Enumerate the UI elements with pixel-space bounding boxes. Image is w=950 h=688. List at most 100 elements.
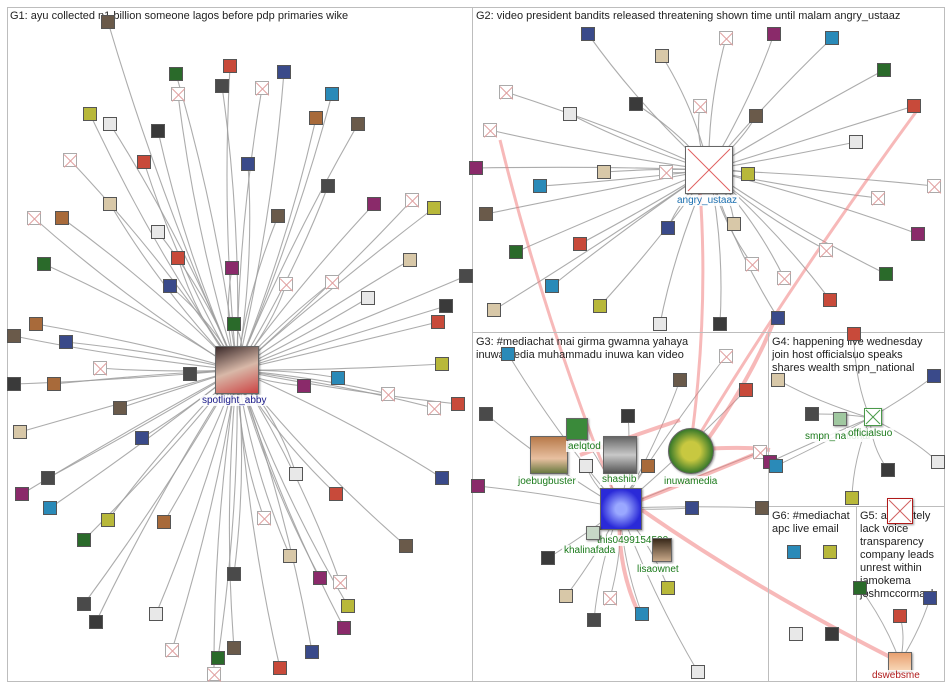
user-node[interactable] [661,221,675,235]
hub-aelqtod[interactable] [566,418,588,440]
user-node[interactable] [351,117,365,131]
user-node[interactable] [149,607,163,621]
user-node[interactable] [439,299,453,313]
user-node[interactable] [823,293,837,307]
hub-joebugbuster[interactable] [530,436,568,474]
user-node[interactable] [739,383,753,397]
user-node[interactable] [7,329,21,343]
user-node[interactable] [297,379,311,393]
placeholder-user-node[interactable] [499,85,513,99]
hub-iamokema[interactable] [887,498,913,524]
user-node[interactable] [823,545,837,559]
user-node[interactable] [325,87,339,101]
user-node[interactable] [227,567,241,581]
user-node[interactable] [907,99,921,113]
user-node[interactable] [47,377,61,391]
user-node[interactable] [451,397,465,411]
user-node[interactable] [805,407,819,421]
placeholder-user-node[interactable] [745,257,759,271]
placeholder-user-node[interactable] [279,277,293,291]
user-node[interactable] [241,157,255,171]
user-node[interactable] [151,124,165,138]
hub-label-lisaownet[interactable]: lisaownet [635,564,681,575]
user-node[interactable] [83,107,97,121]
user-node[interactable] [877,63,891,77]
hub-lisaownet[interactable] [652,538,672,562]
user-node[interactable] [13,425,27,439]
user-node[interactable] [849,135,863,149]
placeholder-user-node[interactable] [927,179,941,193]
user-node[interactable] [853,581,867,595]
user-node[interactable] [771,373,785,387]
hub-khalinafada[interactable] [586,526,600,540]
user-node[interactable] [427,201,441,215]
placeholder-user-node[interactable] [603,591,617,605]
user-node[interactable] [927,369,941,383]
user-node[interactable] [541,551,555,565]
hub-label-dswebsme[interactable]: dswebsme [870,670,922,681]
placeholder-user-node[interactable] [405,193,419,207]
user-node[interactable] [227,317,241,331]
user-node[interactable] [151,225,165,239]
user-node[interactable] [629,97,643,111]
user-node[interactable] [893,609,907,623]
user-node[interactable] [509,245,523,259]
user-node[interactable] [789,627,803,641]
hub-label-officialsuo[interactable]: officialsuo [846,428,894,439]
user-node[interactable] [653,317,667,331]
user-node[interactable] [911,227,925,241]
user-node[interactable] [471,479,485,493]
user-node[interactable] [163,279,177,293]
user-node[interactable] [135,431,149,445]
user-node[interactable] [435,471,449,485]
placeholder-user-node[interactable] [659,165,673,179]
user-node[interactable] [321,179,335,193]
user-node[interactable] [661,581,675,595]
user-node[interactable] [113,401,127,415]
placeholder-user-node[interactable] [93,361,107,375]
user-node[interactable] [635,607,649,621]
user-node[interactable] [741,167,755,181]
user-node[interactable] [137,155,151,169]
user-node[interactable] [223,59,237,73]
user-node[interactable] [673,373,687,387]
placeholder-user-node[interactable] [63,153,77,167]
placeholder-user-node[interactable] [27,211,41,225]
user-node[interactable] [215,79,229,93]
user-node[interactable] [101,513,115,527]
user-node[interactable] [641,459,655,473]
user-node[interactable] [431,315,445,329]
placeholder-user-node[interactable] [257,511,271,525]
user-node[interactable] [545,279,559,293]
hub-label-inuwamedia[interactable]: inuwamedia [662,476,719,487]
hub-angry-ustaaz[interactable] [685,146,733,194]
hub-shashib[interactable] [603,436,637,474]
placeholder-user-node[interactable] [777,271,791,285]
hub-label-angry-ustaaz[interactable]: angry_ustaaz [675,195,739,206]
placeholder-user-node[interactable] [483,123,497,137]
user-node[interactable] [621,409,635,423]
user-node[interactable] [7,377,21,391]
user-node[interactable] [533,179,547,193]
user-node[interactable] [749,109,763,123]
user-node[interactable] [755,501,769,515]
user-node[interactable] [587,613,601,627]
user-node[interactable] [713,317,727,331]
user-node[interactable] [361,291,375,305]
hub-spotlight-abby[interactable] [215,346,259,394]
user-node[interactable] [593,299,607,313]
user-node[interactable] [283,549,297,563]
user-node[interactable] [479,407,493,421]
user-node[interactable] [15,487,29,501]
hub-label-shashib[interactable]: shashib [600,474,638,485]
placeholder-user-node[interactable] [171,87,185,101]
user-node[interactable] [479,207,493,221]
user-node[interactable] [727,217,741,231]
hub-this0499154500[interactable] [600,488,642,530]
user-node[interactable] [313,571,327,585]
user-node[interactable] [43,501,57,515]
user-node[interactable] [103,197,117,211]
user-node[interactable] [769,459,783,473]
placeholder-user-node[interactable] [333,575,347,589]
hub-inuwamedia[interactable] [668,428,714,474]
